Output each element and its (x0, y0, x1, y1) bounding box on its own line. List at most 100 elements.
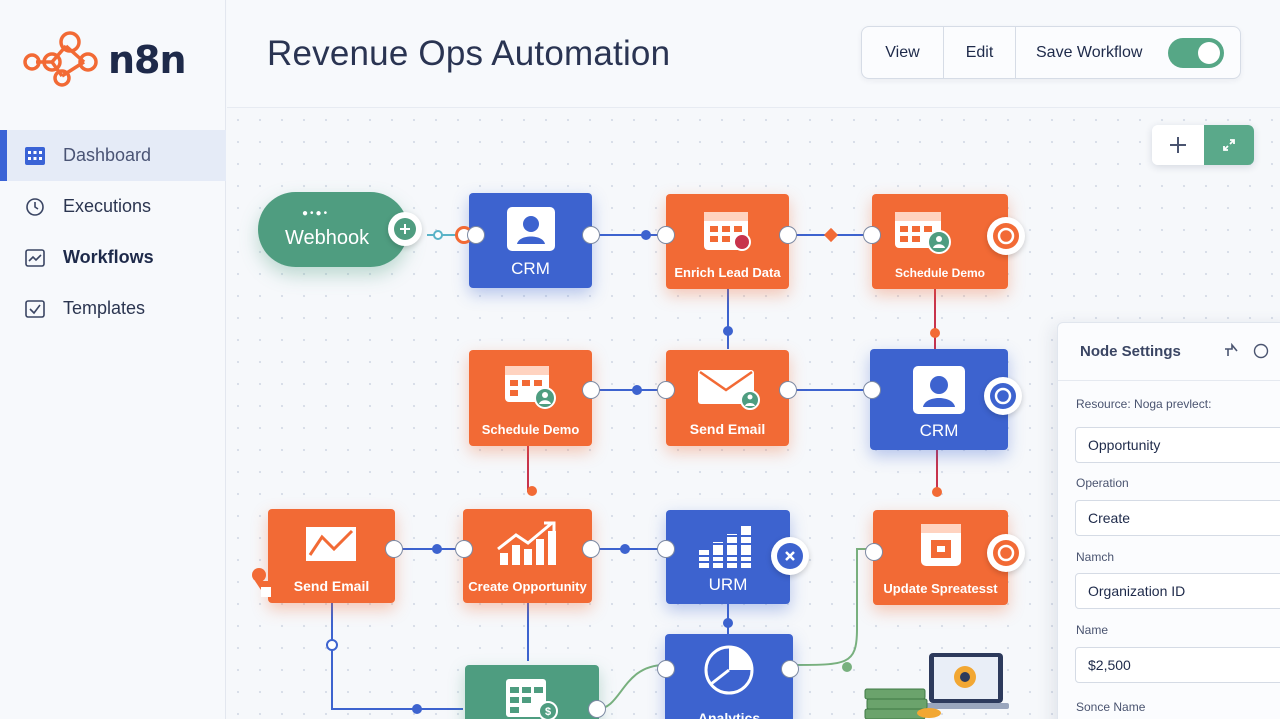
node-label: Schedule Demo (481, 422, 580, 437)
calendar-icon (703, 212, 751, 251)
namch-label: Namch (1076, 550, 1115, 564)
dots-icon: ●•●• (302, 208, 330, 219)
header: Revenue Ops Automation View Edit Save Wo… (227, 0, 1280, 108)
output-port[interactable] (588, 700, 606, 718)
node-label: Analytics (697, 710, 761, 719)
input-port[interactable] (863, 381, 881, 399)
plus-icon (1170, 137, 1186, 153)
calendar-icon (504, 366, 556, 409)
output-port[interactable] (385, 540, 403, 558)
create-opportunity-node[interactable]: Create Opportunity (463, 509, 592, 603)
growth-chart-icon (496, 521, 556, 565)
edit-button[interactable]: Edit (944, 27, 1016, 78)
urm-node[interactable]: URM (666, 510, 790, 604)
sheet-icon (920, 524, 961, 566)
sidebar-item-dashboard[interactable]: Dashboard (0, 130, 226, 181)
output-port[interactable] (779, 381, 797, 399)
bar-chart-icon (697, 526, 759, 568)
input-port[interactable] (455, 540, 473, 558)
save-workflow-toggle[interactable] (1168, 37, 1225, 68)
update-spreadsheet-node[interactable]: Update Spreatesst (873, 510, 1008, 605)
n8n-logo-icon (23, 31, 98, 87)
pin-icon[interactable] (1223, 343, 1239, 359)
sidebar-item-executions[interactable]: Executions (0, 181, 226, 232)
refresh-icon (990, 383, 1016, 409)
node-label: Send Email (293, 578, 370, 594)
calendar-icon (895, 212, 951, 254)
zoom-in-button[interactable] (1152, 125, 1204, 165)
input-port[interactable] (467, 226, 485, 244)
refresh-icon (993, 223, 1019, 249)
output-port[interactable] (582, 226, 600, 244)
table-icon: $ (506, 679, 558, 719)
webhook-add-port[interactable] (388, 212, 422, 246)
chart-mail-icon (305, 527, 356, 561)
crm-node[interactable]: CRM (469, 193, 592, 288)
webhook-node[interactable]: ●•●• Webhook (258, 192, 422, 267)
zoom-controls (1152, 125, 1254, 165)
resource-label: Resource: Noga prevlect: (1076, 397, 1212, 411)
grid-icon (24, 145, 46, 167)
close-badge[interactable] (771, 537, 809, 575)
refresh-badge[interactable] (987, 217, 1025, 255)
sidebar: n8n Dashboard Executions Workflows Templ… (0, 0, 226, 719)
input-port[interactable] (863, 226, 881, 244)
settings-title: Node Settings (1080, 343, 1181, 360)
output-port[interactable] (582, 540, 600, 558)
node-label: Send Email (689, 421, 766, 437)
input-port[interactable] (657, 540, 675, 558)
schedule-demo-node[interactable]: Schedule Demo (872, 194, 1008, 289)
input-port[interactable] (865, 543, 883, 561)
node-label: Webhook (285, 227, 370, 249)
schedule-demo-node[interactable]: Schedule Demo (469, 350, 592, 446)
flag-icon (252, 568, 273, 601)
expand-icon (1223, 139, 1235, 151)
fit-view-button[interactable] (1204, 125, 1254, 165)
send-email-node[interactable]: Send Email (666, 350, 789, 446)
sidebar-item-templates[interactable]: Templates (0, 283, 226, 334)
node-label: Enrich Lead Data (674, 265, 781, 280)
sheets-node[interactable]: $ (465, 665, 599, 719)
output-port[interactable] (781, 660, 799, 678)
output-port[interactable] (779, 226, 797, 244)
settings-header: Node Settings (1058, 323, 1280, 381)
enrich-lead-data-node[interactable]: Enrich Lead Data (666, 194, 789, 289)
node-label: CRM (919, 421, 959, 440)
node-label: Update Spreatesst (883, 581, 998, 596)
organization-id-field[interactable] (1075, 573, 1280, 609)
name-field[interactable] (1075, 647, 1280, 683)
sidebar-item-workflows[interactable]: Workflows (0, 232, 226, 283)
pie-chart-icon (704, 645, 754, 695)
save-workflow-group: Save Workflow (1016, 27, 1240, 78)
node-label: URM (708, 575, 748, 594)
close-icon (777, 543, 803, 569)
page-title: Revenue Ops Automation (267, 34, 671, 73)
refresh-icon (993, 540, 1019, 566)
refresh-badge[interactable] (984, 377, 1022, 415)
output-port[interactable] (582, 381, 600, 399)
input-port[interactable] (657, 226, 675, 244)
logo[interactable]: n8n (22, 28, 187, 92)
envelope-icon (697, 370, 760, 410)
logo-text: n8n (108, 38, 187, 82)
send-email-node[interactable]: Send Email (268, 509, 395, 603)
workflow-toolbar: View Edit Save Workflow (861, 26, 1241, 79)
name-label: Name (1076, 623, 1109, 637)
input-port[interactable] (657, 381, 675, 399)
save-workflow-label: Save Workflow (1036, 43, 1143, 61)
settings-header-icons (1223, 343, 1269, 359)
user-icon (913, 366, 965, 414)
view-button[interactable]: View (862, 27, 944, 78)
add-icon (394, 218, 416, 240)
input-port[interactable] (657, 660, 675, 678)
user-icon (506, 207, 555, 251)
operation-field[interactable] (1075, 500, 1280, 536)
sidebar-item-label: Dashboard (63, 145, 152, 165)
sidebar-nav: Dashboard Executions Workflows Templates (0, 130, 226, 334)
sidebar-item-label: Executions (63, 196, 152, 216)
checkbox-icon (24, 298, 46, 320)
resource-field[interactable] (1075, 427, 1280, 463)
refresh-badge[interactable] (987, 534, 1025, 572)
analytics-node[interactable]: Analytics (665, 634, 793, 719)
circle-icon[interactable] (1253, 343, 1269, 359)
